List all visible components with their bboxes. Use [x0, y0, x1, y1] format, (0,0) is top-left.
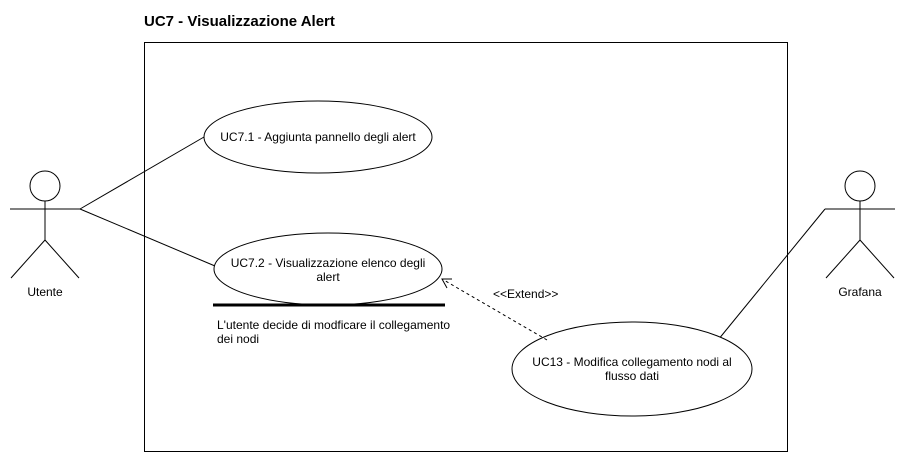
- actor-utente: [10, 170, 80, 279]
- use-case-uc71-ellipse[interactable]: [203, 100, 433, 174]
- actor-utente-head: [29, 170, 61, 202]
- actor-utente-label: Utente: [27, 285, 63, 299]
- actor-grafana-head: [844, 170, 876, 202]
- use-case-uc71-label: UC7.1 - Aggiunta pannello degli alert: [220, 130, 416, 144]
- system-boundary: [144, 42, 788, 452]
- association-grafana-uc13: [717, 208, 826, 341]
- use-case-uc13-ellipse[interactable]: [511, 321, 753, 417]
- association-utente-uc72: [79, 208, 216, 267]
- actor-utente-left-leg: [10, 239, 46, 279]
- extension-point-note: L'utente decide di modficare il collegam…: [217, 318, 451, 346]
- actor-grafana-left-leg: [825, 239, 861, 279]
- use-case-uc72-label: UC7.2 - Visualizzazione elenco degli ale…: [230, 256, 426, 284]
- extend-dependency-line: [441, 278, 548, 341]
- association-utente-uc71: [79, 136, 205, 210]
- actor-grafana: [825, 170, 895, 279]
- diagram-title: UC7 - Visualizzazione Alert: [144, 13, 335, 30]
- actor-grafana-right-leg: [859, 239, 895, 279]
- extend-label: <<Extend>>: [493, 287, 559, 301]
- use-case-uc13-label: UC13 - Modifica collegamento nodi al flu…: [532, 355, 732, 383]
- actor-utente-right-leg: [44, 239, 80, 279]
- extend-arrowhead: [441, 278, 452, 289]
- actor-grafana-label: Grafana: [838, 285, 882, 299]
